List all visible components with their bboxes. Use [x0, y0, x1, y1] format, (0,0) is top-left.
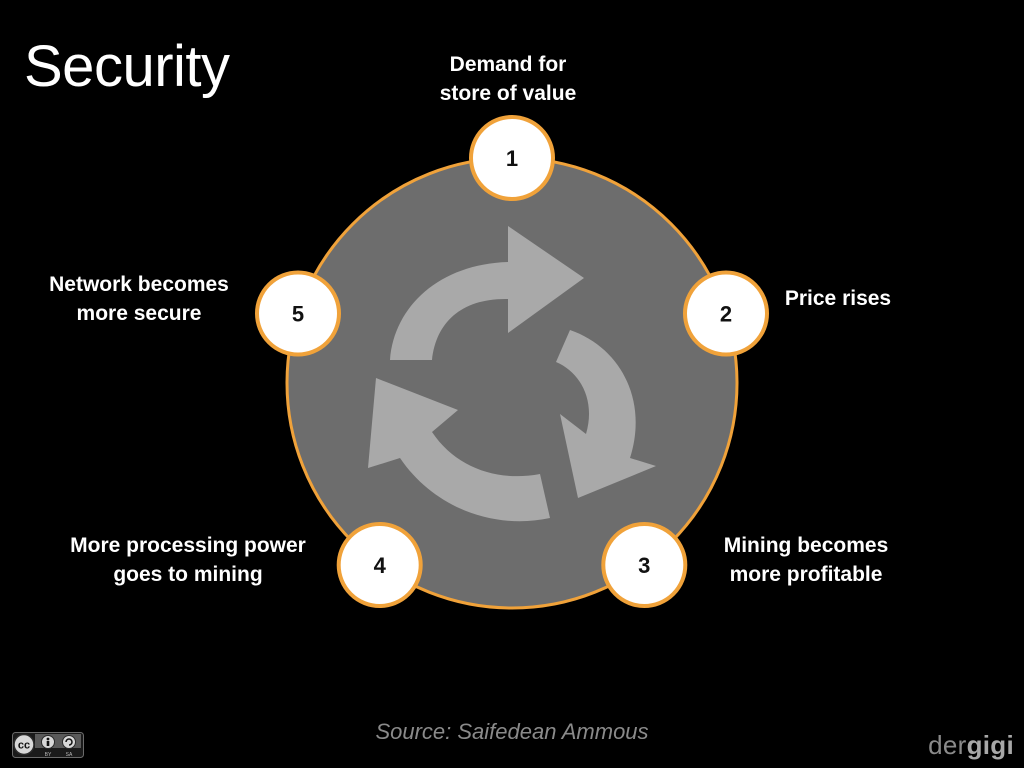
step-number-5: 5 [292, 302, 304, 327]
sa-text: SA [66, 752, 73, 758]
cycle-arrow-top [390, 226, 584, 360]
source-credit: Source: Saifedean Ammous [375, 719, 649, 744]
brand-light: der [928, 730, 967, 760]
step-label-2: Price rises [784, 287, 892, 310]
step-node-1 [469, 115, 555, 201]
step-node-2 [683, 270, 769, 357]
step-nodes: 1 2 3 4 5 [255, 115, 769, 608]
step-number-3: 3 [638, 553, 650, 578]
step-node-3 [601, 522, 688, 608]
step-node-5 [255, 270, 341, 357]
cc-text: cc [18, 740, 30, 752]
step-node-4 [336, 522, 423, 608]
brand-bold: gigi [966, 730, 1014, 760]
step-number-4: 4 [374, 553, 387, 578]
cycle-arrow-right [556, 330, 656, 498]
step-number-1: 1 [506, 146, 518, 171]
cycle-arrow-bottom [368, 378, 550, 522]
slide-title: Security [24, 34, 230, 99]
refresh-cycle-icon [368, 226, 656, 522]
brand-logo: dergigi [928, 730, 1014, 761]
by-text: BY [45, 752, 52, 758]
creative-commons-by-sa-icon: cc BY SA [12, 732, 84, 758]
step-number-2: 2 [720, 302, 732, 327]
